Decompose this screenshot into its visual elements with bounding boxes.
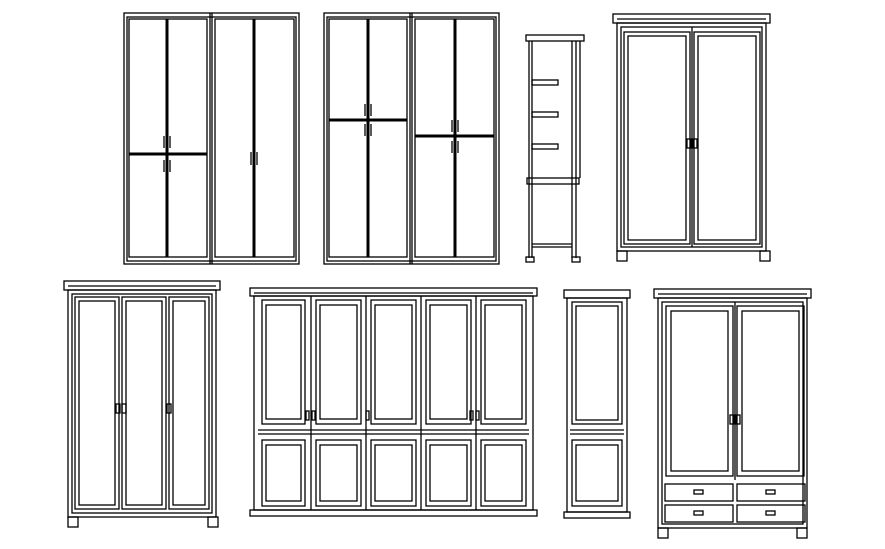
wardrobe-7 <box>653 288 812 539</box>
wardrobe-4 <box>63 280 221 528</box>
wardrobe-6 <box>563 289 631 519</box>
shelf-unit <box>525 34 585 263</box>
wardrobe-5 <box>249 287 538 517</box>
wardrobe-2 <box>323 12 500 265</box>
wardrobe-3 <box>612 13 771 262</box>
wardrobe-1 <box>123 12 300 265</box>
